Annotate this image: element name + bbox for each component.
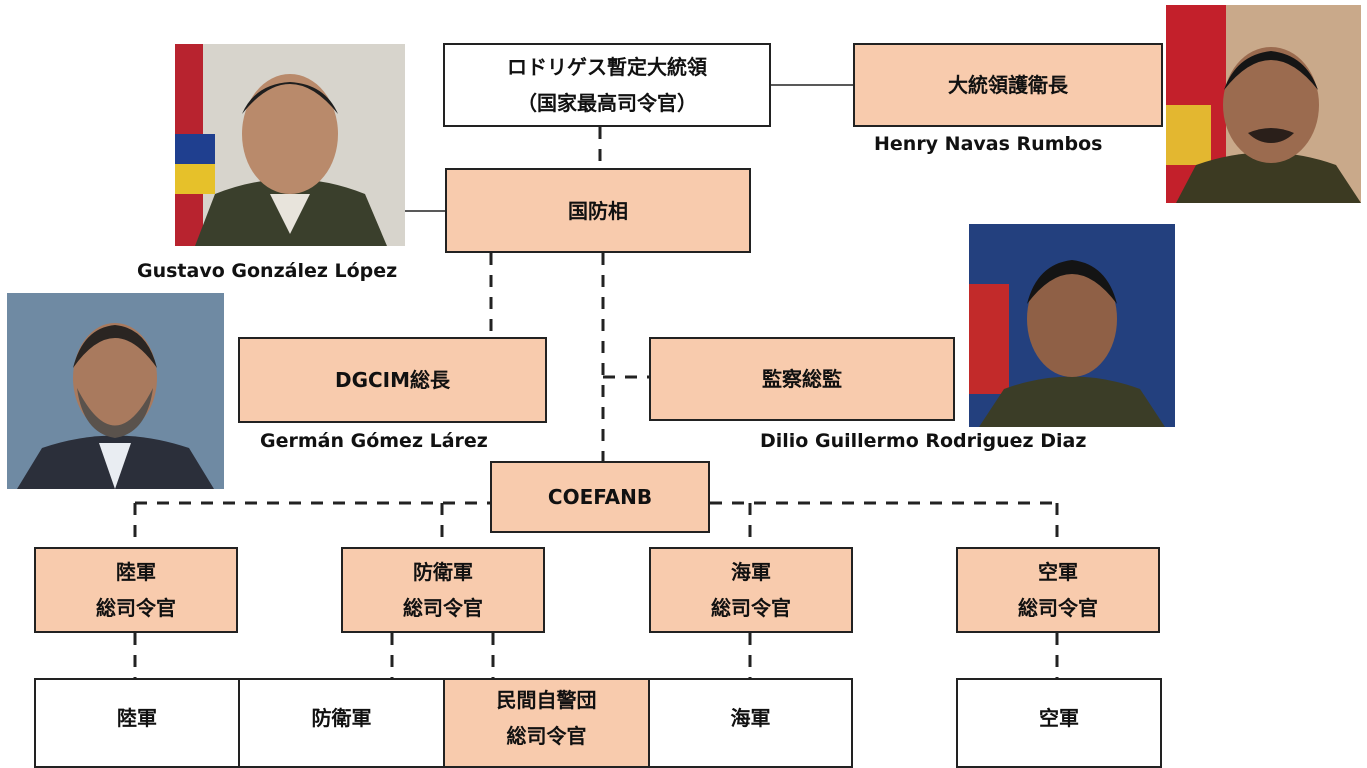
defense-force-box: 防衛軍 bbox=[238, 678, 445, 768]
president-subtitle: （国家最高司令官） bbox=[517, 91, 697, 115]
photo-dilio-rodriguez-diaz bbox=[969, 224, 1175, 427]
inspector-name: Dilio Guillermo Rodriguez Diaz bbox=[760, 430, 1087, 452]
guard-name: Henry Navas Rumbos bbox=[874, 133, 1103, 155]
commander-defense-force-line2: 総司令官 bbox=[403, 596, 483, 620]
army-box: 陸軍 bbox=[34, 678, 240, 768]
coefanb-title: COEFANB bbox=[547, 485, 653, 509]
inspector-box: 監察総監 bbox=[649, 337, 955, 421]
air-force-label: 空軍 bbox=[1039, 706, 1079, 730]
air-force-box: 空軍 bbox=[956, 678, 1162, 768]
defense-name: Gustavo González López bbox=[137, 260, 398, 282]
commander-air-force-line1: 空軍 bbox=[1038, 560, 1078, 584]
navy-label: 海軍 bbox=[730, 706, 771, 730]
coefanb-box: COEFANB bbox=[490, 461, 710, 533]
defense-title: 国防相 bbox=[568, 198, 628, 223]
photo-gustavo-gonzalez-lopez bbox=[175, 44, 405, 246]
commander-army-line2: 総司令官 bbox=[96, 596, 176, 620]
commander-defense-force-line1: 防衛軍 bbox=[413, 560, 473, 584]
commander-army-box: 陸軍 総司令官 bbox=[34, 547, 238, 633]
president-box: ロドリゲス暫定大統領 （国家最高司令官） bbox=[443, 43, 771, 127]
commander-air-force-box: 空軍 総司令官 bbox=[956, 547, 1160, 633]
army-label: 陸軍 bbox=[117, 706, 157, 730]
defense-force-label: 防衛軍 bbox=[311, 706, 372, 730]
commander-navy-box: 海軍 総司令官 bbox=[649, 547, 853, 633]
guard-title: 大統領護衛長 bbox=[948, 73, 1068, 97]
inspector-title: 監察総監 bbox=[762, 367, 842, 391]
president-title: ロドリゲス暫定大統領 bbox=[507, 55, 707, 79]
commander-defense-force-box: 防衛軍 総司令官 bbox=[341, 547, 545, 633]
commander-army-line1: 陸軍 bbox=[116, 560, 156, 584]
dgcim-box: DGCIM総長 bbox=[238, 337, 547, 423]
militia-line1: 民間自警団 bbox=[496, 688, 597, 712]
commander-navy-line2: 総司令官 bbox=[711, 596, 791, 620]
defense-box: 国防相 bbox=[445, 168, 751, 253]
guard-box: 大統領護衛長 bbox=[853, 43, 1163, 127]
navy-box: 海軍 bbox=[648, 678, 853, 768]
photo-german-gomez-larez bbox=[7, 293, 224, 489]
dgcim-name: Germán Gómez Lárez bbox=[260, 430, 488, 452]
commander-navy-line1: 海軍 bbox=[731, 560, 771, 584]
dgcim-title: DGCIM総長 bbox=[334, 368, 451, 392]
photo-henry-navas-rumbos bbox=[1166, 5, 1361, 203]
militia-line2: 総司令官 bbox=[506, 724, 587, 748]
commander-air-force-line2: 総司令官 bbox=[1018, 596, 1098, 620]
militia-box: 民間自警団 総司令官 bbox=[443, 678, 650, 768]
